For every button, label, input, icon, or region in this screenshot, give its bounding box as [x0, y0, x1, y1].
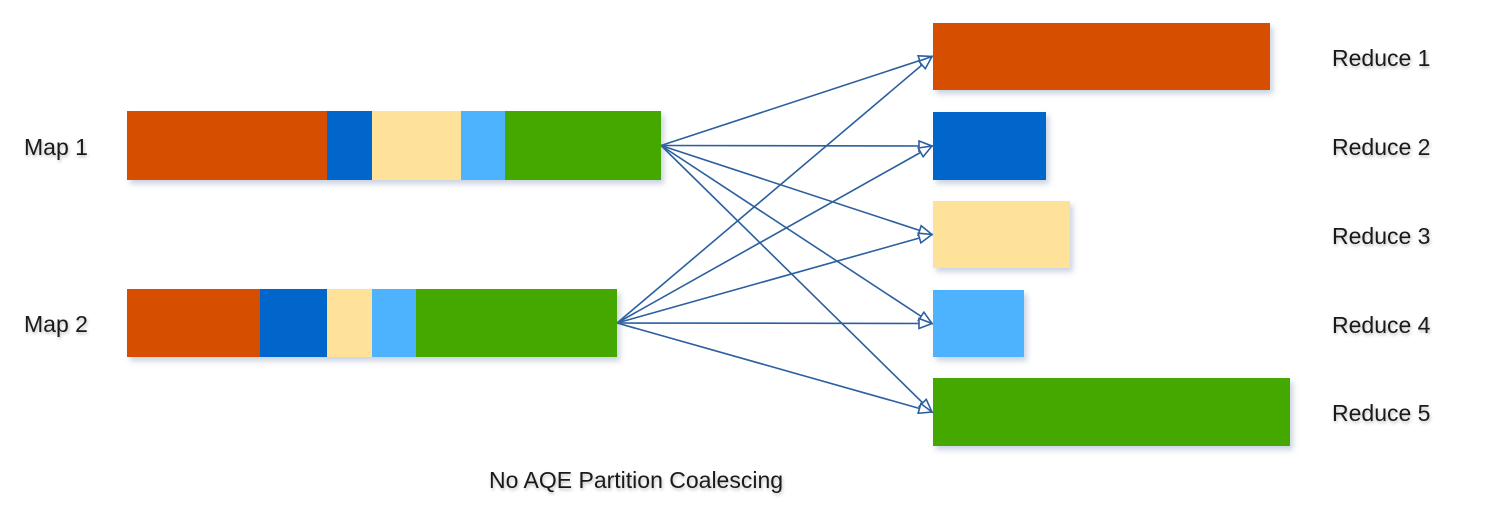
arrow-map-1-to-reduce-1: [660, 57, 932, 147]
map-2-bar: [127, 289, 617, 357]
map-2-partition-2: [260, 289, 327, 357]
reduce-5-bar: [933, 378, 1290, 446]
arrows-layer: [616, 57, 932, 413]
arrow-map-2-to-reduce-4: [616, 323, 932, 324]
reduce-3-bar: [933, 201, 1070, 268]
map-2-partition-4: [372, 289, 416, 357]
arrow-map-2-to-reduce-2: [616, 146, 932, 324]
map-2-label: Map 2: [24, 311, 88, 337]
map-1-partition-1: [127, 111, 327, 180]
arrow-map-2-to-reduce-1: [616, 57, 932, 324]
reduce-2-label: Reduce 2: [1332, 134, 1431, 160]
reduce-1-label: Reduce 1: [1332, 45, 1431, 71]
arrow-map-1-to-reduce-4: [660, 144, 932, 324]
arrow-map-1-to-reduce-3: [660, 144, 932, 235]
reduce-1-bar: [933, 23, 1270, 90]
arrow-map-2-to-reduce-3: [616, 235, 932, 324]
reduce-5-label: Reduce 5: [1332, 400, 1431, 426]
reduce-4-bar: [933, 290, 1024, 357]
map-1-partition-5: [505, 111, 661, 180]
map-1-partition-3: [372, 111, 461, 180]
map-1-label: Map 1: [24, 134, 88, 160]
reduce-3-label: Reduce 3: [1332, 223, 1431, 249]
map-1-partition-2: [327, 111, 372, 180]
map-1-partition-4: [461, 111, 505, 180]
map-2-partition-5: [416, 289, 617, 357]
reduce-4-label: Reduce 4: [1332, 312, 1431, 338]
map-1-bar: [127, 111, 661, 180]
map-2-partition-3: [327, 289, 372, 357]
map-bars-layer: [127, 111, 661, 357]
arrow-map-1-to-reduce-2: [660, 146, 932, 147]
reduce-2-bar: [933, 112, 1046, 180]
arrow-map-2-to-reduce-5: [616, 322, 932, 412]
reduce-bars-layer: [933, 23, 1290, 446]
arrow-map-1-to-reduce-5: [660, 144, 932, 413]
map-2-partition-1: [127, 289, 260, 357]
diagram-caption: No AQE Partition Coalescing: [489, 467, 784, 493]
